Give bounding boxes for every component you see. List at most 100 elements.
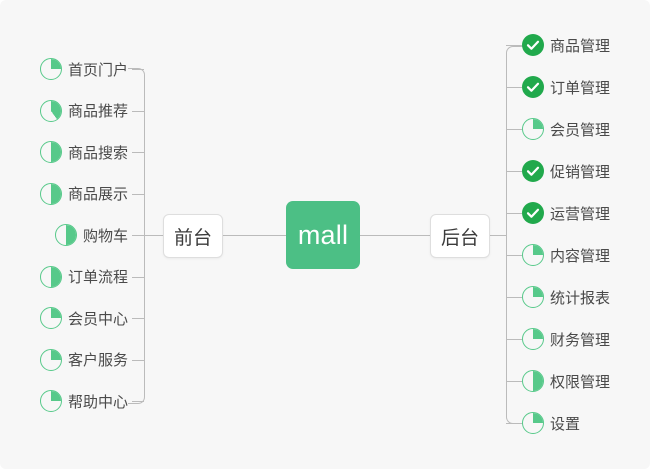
progress-pie-icon	[39, 58, 62, 80]
leaf-item-label: 订单管理	[550, 79, 611, 97]
leaf-connector	[506, 339, 522, 340]
leaf-connector	[132, 152, 144, 153]
leaf-item-label: 促销管理	[550, 163, 611, 181]
progress-pie-icon	[522, 286, 544, 308]
leaf-item[interactable]: 首页门户	[0, 56, 128, 82]
leaf-item[interactable]: 商品推荐	[0, 98, 128, 124]
leaf-item-label: 统计报表	[550, 289, 611, 307]
leaf-item[interactable]: 会员中心	[0, 305, 128, 331]
leaf-item-label: 商品管理	[550, 37, 611, 55]
branch-node-backend-label: 后台	[440, 227, 479, 249]
leaf-item-label: 财务管理	[550, 331, 611, 349]
progress-pie-wedge	[40, 142, 61, 162]
leaf-item[interactable]: 订单管理	[522, 74, 650, 100]
left-branch-spine	[128, 68, 145, 404]
progress-pie-wedge	[55, 225, 76, 245]
leaf-item[interactable]: 财务管理	[522, 326, 650, 352]
leaf-item-label: 商品推荐	[67, 103, 128, 120]
right-branch-spine	[506, 46, 523, 424]
leaf-item[interactable]: 会员管理	[522, 116, 650, 142]
leaf-item-label: 权限管理	[550, 373, 611, 391]
leaf-connector	[506, 87, 522, 88]
leaf-connector	[506, 213, 522, 214]
leaf-item[interactable]: 商品搜索	[0, 139, 128, 165]
leaf-item-label: 商品展示	[67, 186, 128, 203]
leaf-item-label: 购物车	[82, 227, 128, 245]
progress-pie-icon	[522, 328, 544, 350]
leaf-connector	[506, 255, 522, 256]
leaf-connector	[506, 423, 522, 424]
leaf-item[interactable]: 内容管理	[522, 242, 650, 268]
progress-pie-wedge	[40, 266, 61, 287]
left-spine-to-branch-connector	[144, 235, 163, 236]
check-circle-icon	[522, 34, 544, 56]
progress-pie-icon	[522, 244, 544, 266]
leaf-item[interactable]: 订单流程	[0, 264, 128, 290]
leaf-connector	[132, 193, 144, 195]
leaf-item[interactable]: 购物车	[0, 222, 128, 248]
progress-pie-wedge	[523, 371, 543, 391]
leaf-item-label: 帮助中心	[67, 393, 128, 411]
center-node-mall[interactable]: mall	[286, 201, 360, 269]
leaf-connector	[506, 297, 522, 298]
leaf-connector	[132, 276, 144, 278]
leaf-connector	[132, 318, 144, 319]
leaf-connector	[132, 235, 144, 236]
progress-pie-wedge	[523, 119, 543, 139]
leaf-item-label: 首页门户	[67, 61, 128, 79]
leaf-item[interactable]: 统计报表	[522, 284, 650, 310]
progress-pie-wedge	[523, 329, 543, 349]
branch-node-frontend-label: 前台	[173, 227, 212, 249]
progress-pie-icon	[39, 99, 62, 122]
leaf-item[interactable]: 权限管理	[522, 368, 650, 394]
leaf-connector	[506, 129, 522, 130]
progress-pie-wedge	[40, 308, 61, 328]
right-branch-to-center-connector	[360, 235, 430, 236]
progress-pie-wedge	[523, 413, 543, 433]
leaf-connector	[506, 381, 522, 382]
leaf-item[interactable]: 帮助中心	[0, 388, 128, 414]
leaf-item-label: 订单流程	[67, 269, 128, 286]
leaf-item[interactable]: 客户服务	[0, 347, 128, 373]
leaf-item[interactable]: 设置	[522, 410, 650, 436]
leaf-item[interactable]: 商品展示	[0, 181, 128, 207]
progress-pie-icon	[39, 307, 62, 329]
branch-node-frontend[interactable]: 前台	[163, 214, 223, 258]
leaf-connector	[132, 110, 144, 112]
right-spine-to-branch-connector	[488, 235, 506, 236]
leaf-connector	[132, 401, 144, 402]
leaf-item[interactable]: 运营管理	[522, 200, 650, 226]
progress-pie-wedge	[40, 391, 61, 411]
leaf-item[interactable]: 商品管理	[522, 32, 650, 58]
progress-pie-icon	[39, 348, 62, 371]
leaf-connector	[132, 69, 144, 70]
progress-pie-icon	[39, 182, 62, 205]
progress-pie-icon	[54, 224, 77, 246]
progress-pie-wedge	[523, 287, 543, 307]
leaf-item-label: 运营管理	[550, 205, 611, 223]
branch-node-backend[interactable]: 后台	[430, 214, 490, 258]
leaf-connector	[506, 45, 522, 46]
leaf-item[interactable]: 促销管理	[522, 158, 650, 184]
progress-pie-wedge	[523, 245, 543, 265]
progress-pie-wedge	[40, 100, 61, 121]
left-branch-to-center-connector	[221, 235, 286, 236]
progress-pie-wedge	[40, 183, 61, 204]
progress-pie-icon	[39, 141, 62, 163]
check-circle-icon	[522, 76, 544, 98]
progress-pie-icon	[522, 118, 544, 140]
progress-pie-wedge	[40, 59, 61, 79]
progress-pie-icon	[522, 370, 544, 392]
leaf-item-label: 会员中心	[67, 310, 128, 328]
leaf-item-label: 客户服务	[67, 352, 128, 369]
check-circle-icon	[522, 202, 544, 224]
leaf-item-label: 设置	[550, 415, 581, 433]
center-node-label: mall	[297, 219, 349, 250]
progress-pie-wedge	[40, 349, 61, 370]
progress-pie-icon	[522, 412, 544, 434]
progress-pie-icon	[39, 390, 62, 412]
leaf-connector	[506, 171, 522, 172]
leaf-item-label: 商品搜索	[67, 144, 128, 162]
leaf-item-label: 内容管理	[550, 247, 611, 265]
